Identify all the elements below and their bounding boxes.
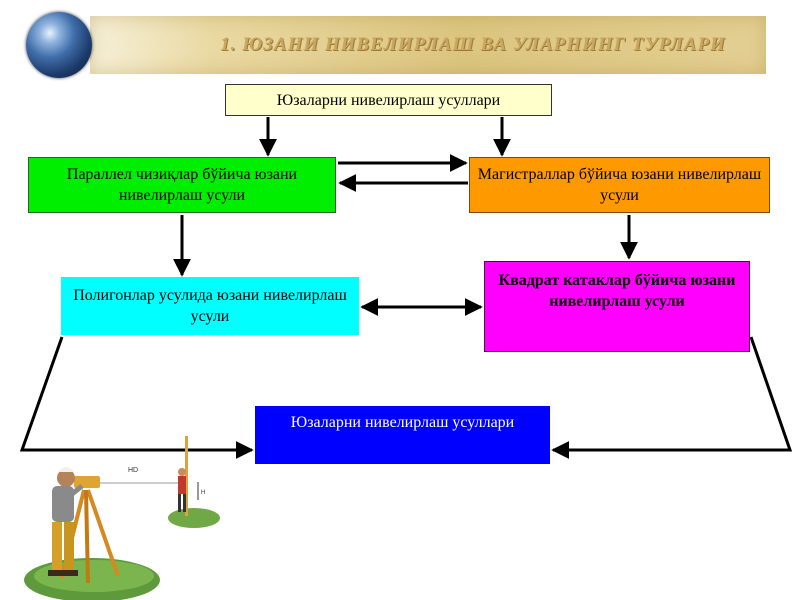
grid-box-label: Квадрат катаклар бўйича юзани нивелирлаш… (498, 272, 736, 310)
levelling-methods-result-box: Юзаларни нивелирлаш усуллари (255, 406, 550, 464)
polygon-box-label: Полигонлар усулида юзани нивелирлаш усул… (73, 287, 347, 325)
magistral-box-label: Магистраллар бўйича юзани нивелирлаш усу… (477, 166, 762, 204)
root-box-label: Юзаларни нивелирлаш усуллари (276, 91, 501, 109)
parallel-box-label: Параллел чизиқлар бўйича юзани нивелирла… (66, 166, 298, 204)
parallel-lines-method-box: Параллел чизиқлар бўйича юзани нивелирла… (28, 157, 336, 213)
title-banner: 1. ЮЗАНИ НИВЕЛИРЛАШ ВА УЛАРНИНГ ТУРЛАРИ (90, 16, 766, 74)
globe-icon (26, 12, 92, 78)
result-box-label: Юзаларни нивелирлаш усуллари (290, 414, 515, 431)
h-label: H (201, 490, 205, 496)
magistral-method-box: Магистраллар бўйича юзани нивелирлаш усу… (469, 157, 770, 213)
square-grid-method-box: Квадрат катаклар бўйича юзани нивелирлаш… (484, 261, 750, 352)
hd-label: HD (128, 467, 138, 474)
levelling-methods-root-box: Юзаларни нивелирлаш усуллари (225, 84, 552, 116)
polygon-method-box: Полигонлар усулида юзани нивелирлаш усул… (61, 277, 359, 335)
arrow-grid-to-bottom (551, 336, 793, 459)
surveyor-illustration: HD H (24, 436, 220, 600)
page-title: 1. ЮЗАНИ НИВЕЛИРЛАШ ВА УЛАРНИНГ ТУРЛАРИ (220, 34, 726, 55)
